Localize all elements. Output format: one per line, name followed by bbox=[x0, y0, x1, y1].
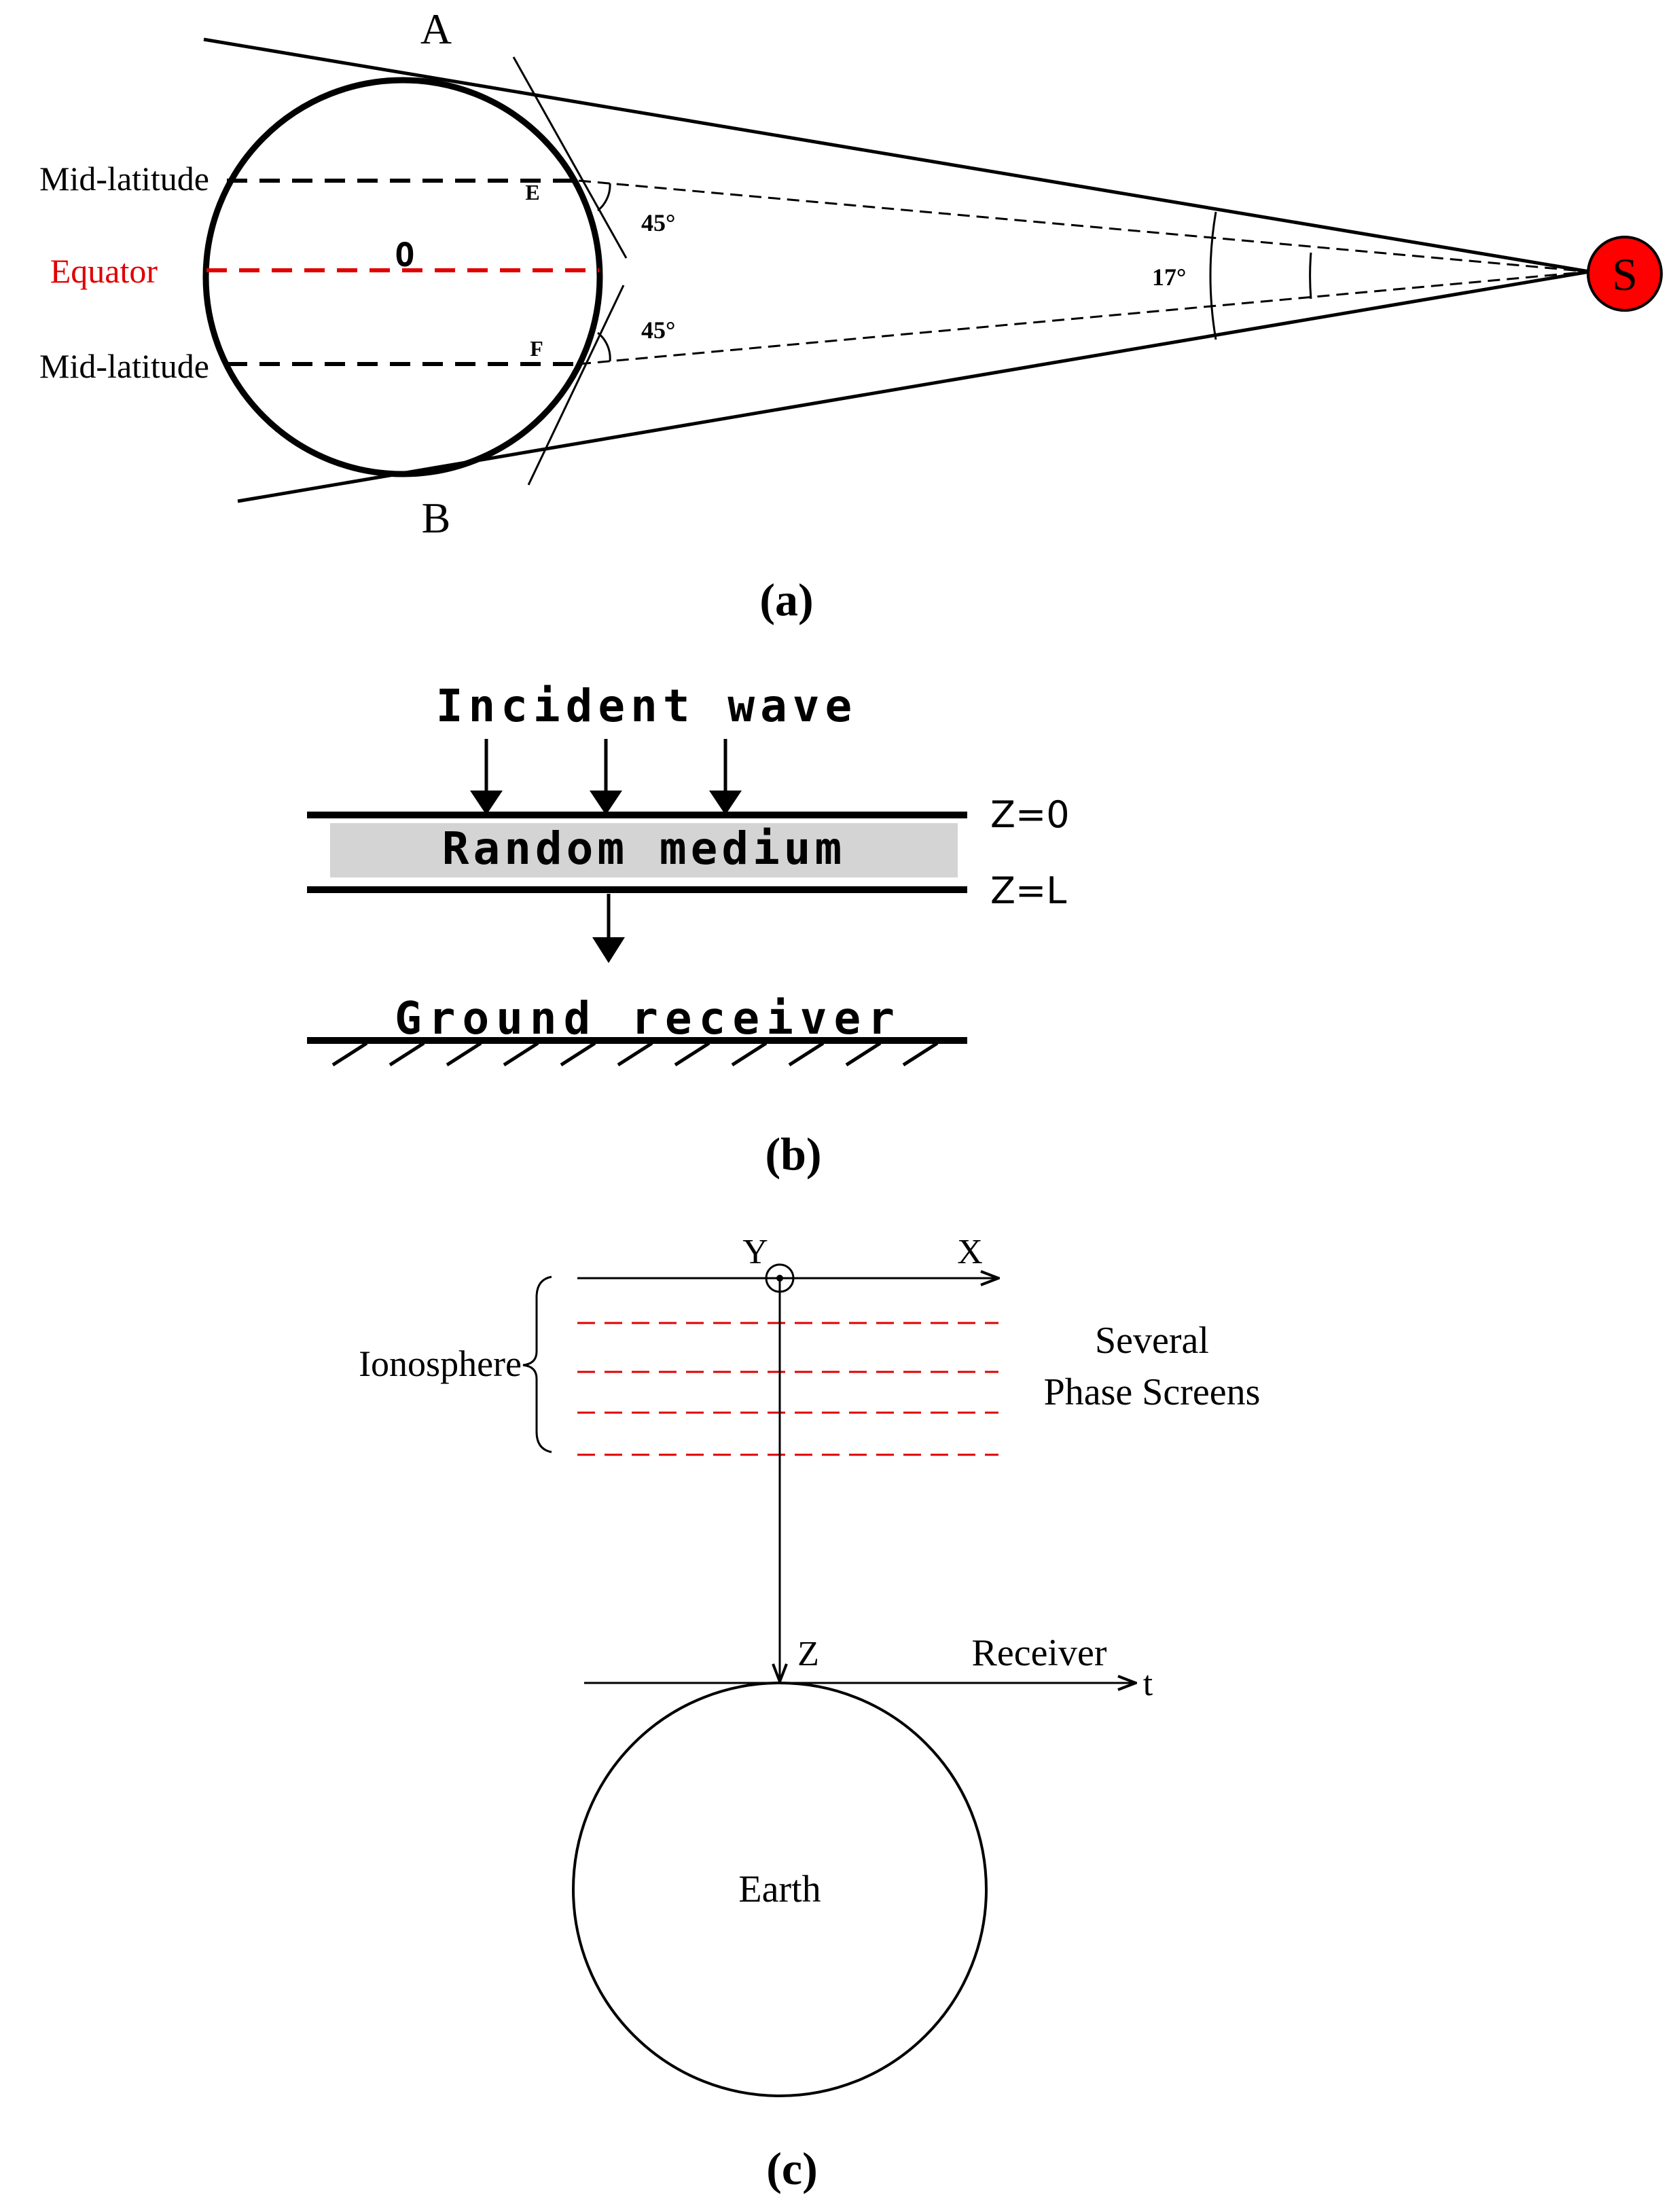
random-medium-label: Random medium bbox=[442, 822, 846, 875]
ray-f-to-sun bbox=[578, 270, 1590, 365]
ionosphere-brace bbox=[522, 1275, 552, 1453]
local-tangent-f bbox=[527, 285, 625, 486]
panel-b-caption: (b) bbox=[765, 1128, 821, 1180]
point-a-label: A bbox=[420, 5, 452, 53]
panel-c: Y X Ionosphere Several Phase Screens Z R… bbox=[359, 1233, 1260, 2194]
z-axis-label: Z bbox=[797, 1635, 819, 1673]
angle-arc-sun-inner bbox=[1309, 252, 1312, 300]
angle-label-sun: 17° bbox=[1152, 264, 1186, 291]
panel-b: Incident wave Random medium Z=0 Z=L Grou… bbox=[307, 680, 1070, 1180]
phase-screens-label-line2: Phase Screens bbox=[1044, 1371, 1261, 1413]
t-axis-label: t bbox=[1143, 1665, 1153, 1703]
z-top-label: Z=0 bbox=[990, 793, 1070, 836]
incident-wave-label: Incident wave bbox=[436, 680, 858, 732]
center-o-label: O bbox=[395, 236, 415, 274]
equator-label: Equator bbox=[50, 252, 158, 290]
point-f-label: F bbox=[530, 336, 543, 361]
earth-circle-c bbox=[572, 1682, 988, 2097]
arrowhead-2 bbox=[590, 791, 622, 815]
sun-circle bbox=[1587, 236, 1663, 312]
angle-arc-f bbox=[597, 331, 611, 362]
panel-a: S A B O E F Mid-latitude Equator Mid-lat… bbox=[39, 5, 1663, 625]
panel-c-caption: (c) bbox=[766, 2143, 817, 2194]
mid-latitude-label-bottom: Mid-latitude bbox=[39, 347, 209, 385]
arrowhead-3 bbox=[709, 791, 742, 815]
earth-label: Earth bbox=[738, 1868, 821, 1910]
tangent-line-bottom bbox=[237, 270, 1590, 503]
ground-receiver-label: Ground receiver bbox=[395, 992, 901, 1045]
z-bottom-label: Z=L bbox=[990, 869, 1066, 912]
point-e-label: E bbox=[525, 180, 539, 204]
angle-arc-e bbox=[597, 183, 611, 212]
local-tangent-e bbox=[512, 56, 628, 259]
ground-hatching bbox=[331, 1041, 939, 1067]
angle-label-bottom: 45° bbox=[641, 316, 675, 344]
x-axis-label: X bbox=[957, 1233, 983, 1271]
phase-screens-label-line1: Several bbox=[1095, 1320, 1209, 1362]
earth-circle-a bbox=[202, 77, 603, 477]
angle-label-top: 45° bbox=[641, 209, 675, 236]
angle-arc-sun-outer bbox=[1209, 211, 1217, 340]
mid-latitude-label-top: Mid-latitude bbox=[39, 160, 209, 198]
transmitted-arrowhead bbox=[592, 937, 625, 963]
sun-label: S bbox=[1612, 249, 1638, 300]
tangent-line-top bbox=[203, 37, 1590, 274]
panel-a-caption: (a) bbox=[759, 574, 813, 625]
ray-e-to-sun bbox=[578, 179, 1590, 273]
receiver-label: Receiver bbox=[972, 1632, 1107, 1674]
y-axis-label: Y bbox=[742, 1233, 768, 1271]
arrowhead-1 bbox=[470, 791, 503, 815]
point-b-label: B bbox=[422, 494, 451, 542]
ionosphere-label: Ionosphere bbox=[359, 1343, 522, 1384]
random-medium-slab bbox=[330, 823, 958, 877]
